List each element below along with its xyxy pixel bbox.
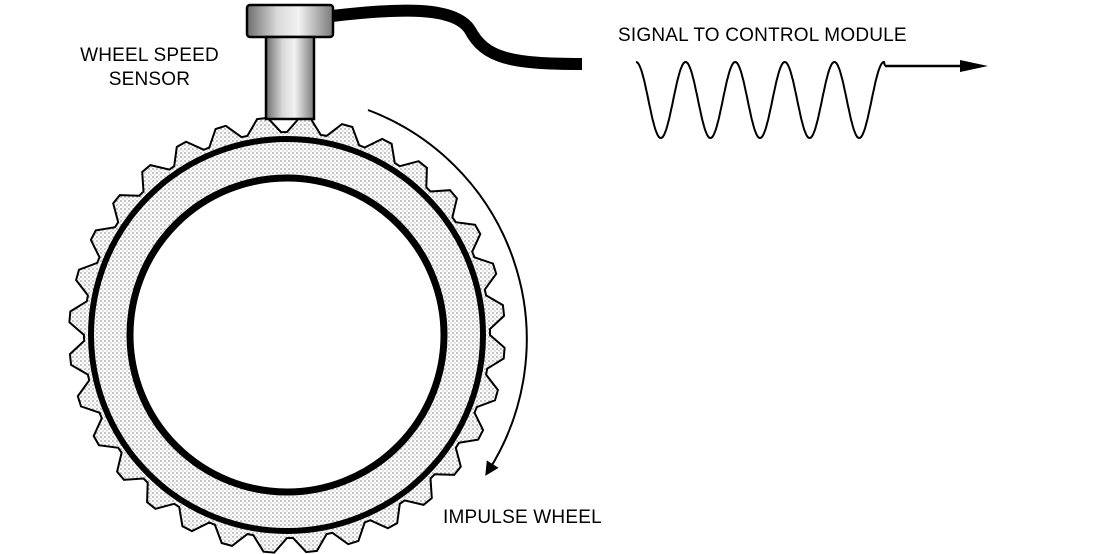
- impulse-wheel-label: IMPULSE WHEEL: [443, 507, 602, 528]
- wheel-speed-sensor-label-line1: WHEEL SPEED: [80, 45, 219, 66]
- signal-wave-line: [635, 60, 886, 140]
- wheel-speed-sensor-label: WHEEL SPEED SENSOR: [62, 44, 237, 92]
- impulse-wheel-inner-bore: [126, 174, 448, 496]
- rotation-arrow: [367, 109, 528, 476]
- impulse-wheel: [68, 116, 506, 554]
- sensor-cable: [331, 4, 583, 70]
- signal-to-control-module-label: SIGNAL TO CONTROL MODULE: [618, 25, 907, 46]
- wheel-speed-sensor-label-line2: SENSOR: [108, 69, 191, 90]
- wheel-speed-sensor: [245, 3, 583, 121]
- signal-arrow-head: [960, 60, 988, 72]
- sensor-cap: [245, 3, 335, 39]
- sensor-body: [264, 35, 316, 121]
- signal-waveform: [635, 60, 988, 140]
